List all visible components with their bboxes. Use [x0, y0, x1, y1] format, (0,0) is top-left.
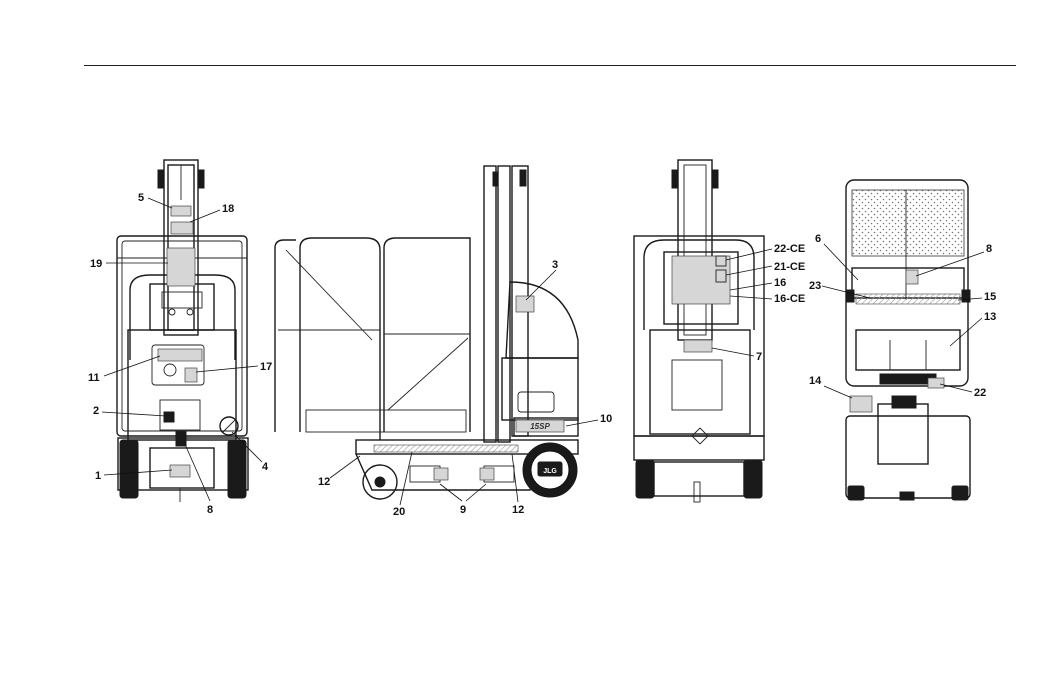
- callout-8-front: 8: [207, 504, 213, 516]
- side-view-drawing: 15SP JLG: [275, 166, 578, 499]
- callout-20: 20: [393, 506, 405, 518]
- callout-14: 14: [809, 375, 822, 387]
- callout-22: 22: [974, 387, 986, 399]
- callout-7: 7: [756, 351, 762, 363]
- callout-21-ce: 21-CE: [774, 261, 805, 273]
- rear-view-drawing: [634, 160, 764, 502]
- side-brand-decal: JLG: [543, 468, 557, 475]
- callout-18: 18: [222, 203, 234, 215]
- callout-10: 10: [600, 413, 612, 425]
- callout-22-ce: 22-CE: [774, 243, 805, 255]
- callout-17: 17: [260, 361, 272, 373]
- callout-6: 6: [815, 233, 821, 245]
- callout-16: 16: [774, 277, 786, 289]
- top-view-drawing: [846, 180, 970, 500]
- callout-15: 15: [984, 291, 996, 303]
- callout-9: 9: [460, 504, 466, 516]
- callout-3: 3: [552, 259, 558, 271]
- callout-23: 23: [809, 280, 821, 292]
- callout-8-top: 8: [986, 243, 992, 255]
- callout-16-ce: 16-CE: [774, 293, 805, 305]
- callout-13: 13: [984, 311, 996, 323]
- side-model-decal: 15SP: [530, 422, 550, 431]
- callout-19: 19: [90, 258, 102, 270]
- callout-12-right: 12: [512, 504, 524, 516]
- callout-5: 5: [138, 192, 144, 204]
- callout-11: 11: [88, 372, 100, 384]
- callout-4: 4: [262, 461, 269, 473]
- callout-12-left: 12: [318, 476, 330, 488]
- callout-2: 2: [93, 405, 99, 417]
- callout-1: 1: [95, 470, 101, 482]
